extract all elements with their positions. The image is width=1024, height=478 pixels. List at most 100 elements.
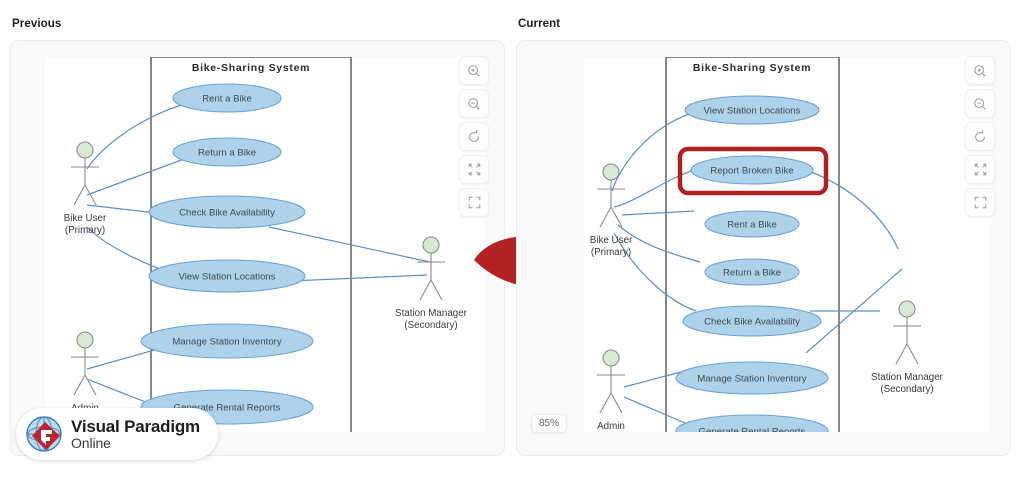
use-case-label: Return a Bike xyxy=(723,268,781,279)
zoom-out-icon xyxy=(974,97,986,110)
fit-to-screen-button[interactable] xyxy=(965,155,995,184)
actor-body-icon xyxy=(597,366,625,414)
use-case-label: Manage Station Inventory xyxy=(697,374,807,385)
fit-to-screen-button[interactable] xyxy=(459,155,489,184)
previous-diagram-canvas[interactable]: Bike-Sharing System Rent a Bi xyxy=(45,57,485,432)
actor-name: Station Manager xyxy=(871,372,944,383)
actor-body-icon xyxy=(893,317,921,365)
use-case-label: Generate Rental Reports xyxy=(174,403,281,414)
reset-zoom-button[interactable] xyxy=(965,122,995,151)
system-title: Bike-Sharing System xyxy=(192,62,310,74)
actor-name: Bike User xyxy=(64,213,107,224)
use-case-manage-station-inventory[interactable]: Manage Station Inventory xyxy=(675,361,829,395)
reset-zoom-button[interactable] xyxy=(459,122,489,151)
current-panel-label: Current xyxy=(518,18,561,30)
fullscreen-button[interactable] xyxy=(459,188,489,217)
reset-zoom-icon xyxy=(975,129,985,142)
actor-head-icon xyxy=(76,331,94,349)
use-case-ellipse xyxy=(675,414,829,432)
actor-head-icon xyxy=(602,349,620,367)
previous-canvas-toolbar xyxy=(459,56,489,217)
actor-station-manager[interactable]: Station Manager (Secondary) xyxy=(871,300,944,395)
use-case-label: Rent a Bike xyxy=(727,220,777,231)
actor-role: (Secondary) xyxy=(404,320,457,331)
use-case-label: Rent a Bike xyxy=(202,94,252,105)
use-case-label: View Station Locations xyxy=(179,272,276,283)
use-case-rent-a-bike[interactable]: Rent a Bike xyxy=(172,83,282,113)
zoom-level-badge[interactable]: 85% xyxy=(531,414,568,433)
actor-body-icon xyxy=(71,158,99,206)
actor-role: (Primary) xyxy=(591,247,631,258)
use-case-return-a-bike[interactable]: Return a Bike xyxy=(172,137,282,167)
zoom-in-button[interactable] xyxy=(459,56,489,85)
actor-name: Bike User xyxy=(590,235,633,246)
fit-to-screen-icon xyxy=(468,163,480,176)
use-case-ellipse xyxy=(682,305,822,337)
actor-name: Station Manager xyxy=(395,308,468,319)
actor-bike-user[interactable]: Bike User (Primary) xyxy=(590,163,633,258)
actor-role: (Primary) xyxy=(65,225,105,236)
actor-head-icon xyxy=(422,236,440,254)
use-case-view-station-locations[interactable]: View Station Locations xyxy=(148,259,306,293)
actor-body-icon xyxy=(71,348,99,396)
highlight-box xyxy=(677,146,829,196)
actor-head-icon xyxy=(602,163,620,181)
zoom-out-button[interactable] xyxy=(459,89,489,118)
use-case-label: Manage Station Inventory xyxy=(172,337,282,348)
zoom-out-button[interactable] xyxy=(965,89,995,118)
use-case-list: Rent a Bike Return a Bike Check Bike Ava… xyxy=(140,83,314,425)
actor-station-manager[interactable]: Station Manager (Secondary) xyxy=(395,236,468,331)
fit-to-screen-icon xyxy=(974,163,986,176)
system-boundary-box xyxy=(150,57,352,432)
use-case-report-broken-bike[interactable]: Report Broken Bike xyxy=(690,155,814,185)
use-case-view-station-locations[interactable]: View Station Locations xyxy=(684,95,820,125)
use-case-manage-station-inventory[interactable]: Manage Station Inventory xyxy=(140,323,314,359)
actor-admin[interactable]: Admin (Primary) xyxy=(591,349,631,432)
use-case-label: View Station Locations xyxy=(704,106,801,117)
use-case-ellipse xyxy=(675,361,829,395)
zoom-in-icon xyxy=(468,64,480,77)
previous-panel: Bike-Sharing System Rent a Bi xyxy=(10,40,505,456)
previous-panel-label: Previous xyxy=(12,18,62,30)
zoom-out-icon xyxy=(468,97,480,110)
zoom-in-button[interactable] xyxy=(965,56,995,85)
visual-paradigm-watermark: Visual Paradigm Online xyxy=(16,408,218,460)
actor-role: (Secondary) xyxy=(880,384,933,395)
actor-body-icon xyxy=(417,253,445,301)
use-case-generate-rental-reports[interactable]: Generate Rental Reports xyxy=(675,414,829,433)
actor-name: Admin xyxy=(597,421,625,432)
use-case-ellipse xyxy=(704,258,800,286)
use-case-ellipse xyxy=(684,95,820,125)
use-case-ellipse xyxy=(172,83,282,113)
actor-head-icon xyxy=(898,300,916,318)
current-usecase-diagram: Bike-Sharing System xyxy=(590,57,944,433)
system-title: Bike-Sharing System xyxy=(693,62,811,74)
use-case-check-bike-availability[interactable]: Check Bike Availability xyxy=(148,195,306,229)
actor-bike-user[interactable]: Bike User (Primary) xyxy=(64,141,107,236)
use-case-label: Check Bike Availability xyxy=(704,317,800,328)
use-case-ellipse xyxy=(148,195,306,229)
visual-paradigm-logo-icon xyxy=(26,416,62,452)
use-case-rent-a-bike[interactable]: Rent a Bike xyxy=(704,210,800,238)
actor-body-icon xyxy=(597,180,625,228)
association-links xyxy=(611,112,903,427)
watermark-line1: Visual Paradigm xyxy=(71,417,200,437)
current-canvas-toolbar xyxy=(965,56,995,217)
fullscreen-button[interactable] xyxy=(965,188,995,217)
current-diagram-canvas[interactable]: Bike-Sharing System xyxy=(584,57,991,432)
use-case-label: Generate Rental Reports xyxy=(699,427,806,433)
use-case-label: Check Bike Availability xyxy=(179,208,275,219)
actor-head-icon xyxy=(76,141,94,159)
zoom-in-icon xyxy=(974,64,986,77)
use-case-check-bike-availability[interactable]: Check Bike Availability xyxy=(682,305,822,337)
use-case-return-a-bike[interactable]: Return a Bike xyxy=(704,258,800,286)
use-case-list: View Station Locations Report Broken Bik… xyxy=(675,95,829,433)
watermark-line2: Online xyxy=(71,434,111,451)
use-case-label: Return a Bike xyxy=(198,148,256,159)
fullscreen-icon xyxy=(974,196,986,209)
fullscreen-icon xyxy=(468,196,480,209)
reset-zoom-icon xyxy=(469,129,479,142)
use-case-ellipse xyxy=(140,323,314,359)
use-case-ellipse xyxy=(704,210,800,238)
